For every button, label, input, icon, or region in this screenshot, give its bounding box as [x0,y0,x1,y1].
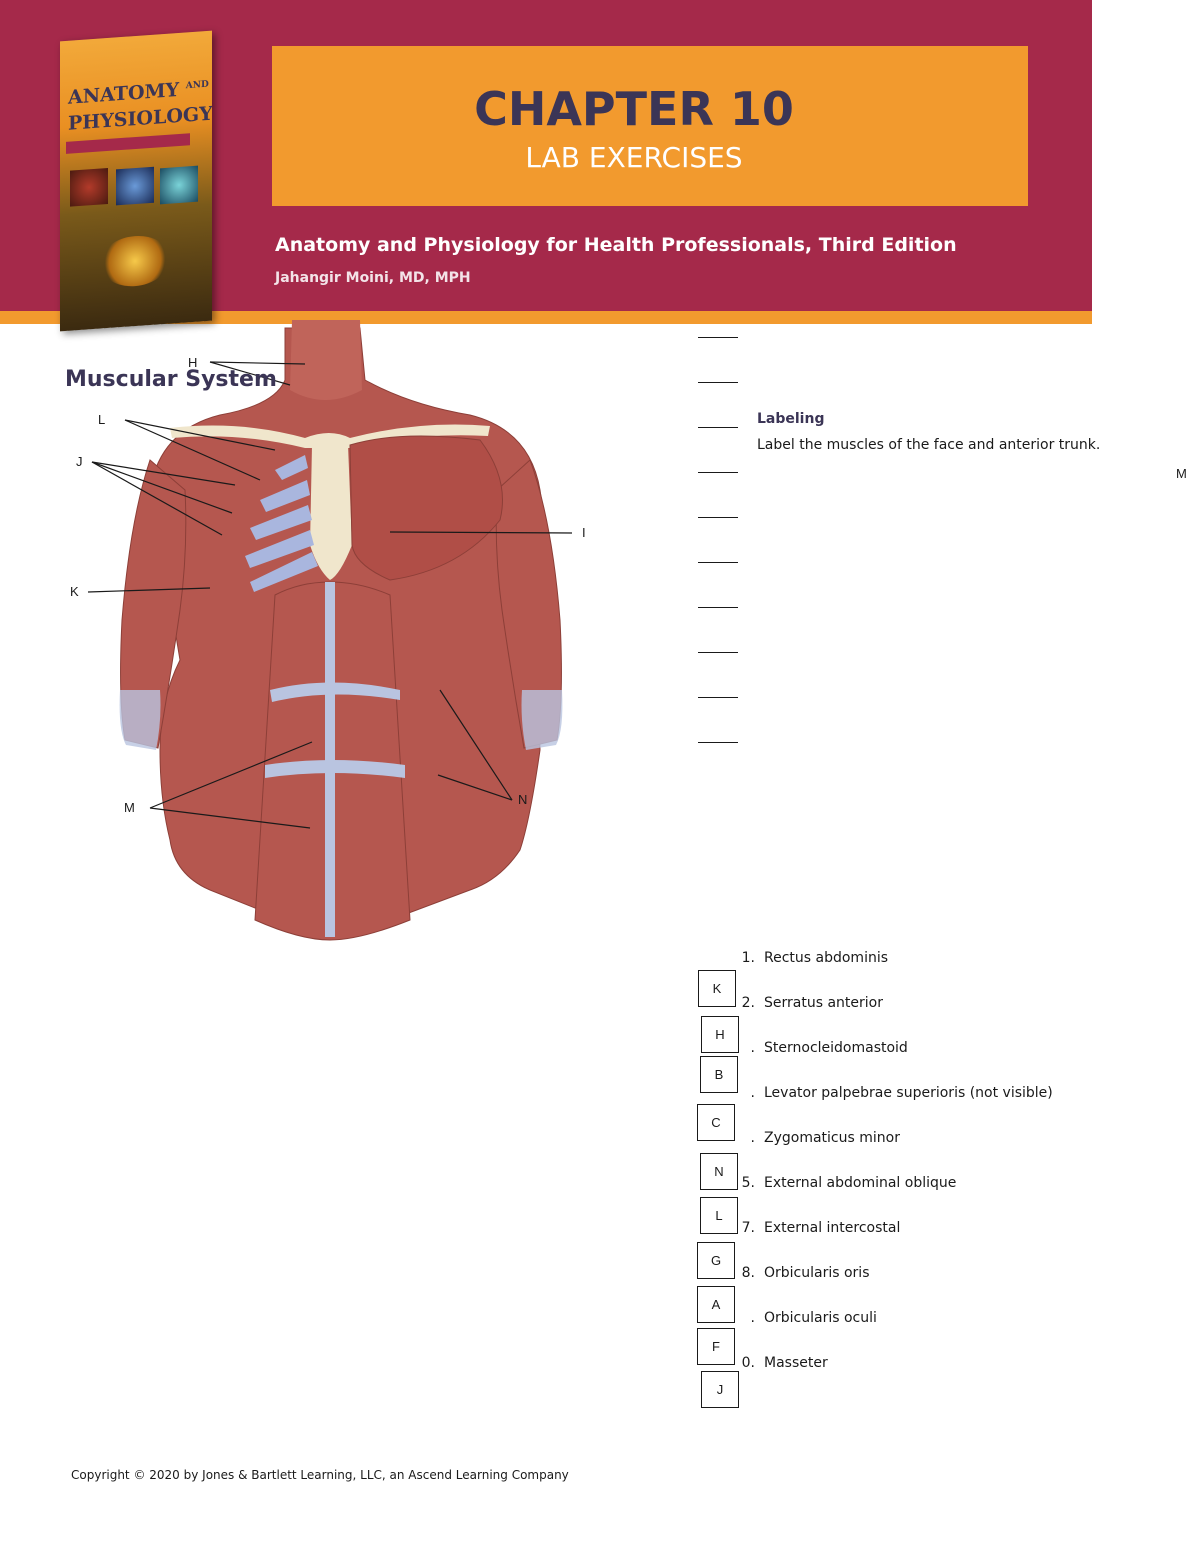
chapter-box [272,46,1028,206]
labeling-instruction: Label the muscles of the face and anteri… [757,437,1101,453]
answer-blank[interactable] [698,427,738,428]
list-item: Rectus abdominis [764,950,889,966]
book-cover-image: ANATOMY AND PHYSIOLOGY [60,30,212,332]
figure-label-n: N [518,792,527,807]
linea-alba [325,582,335,937]
pectoralis-major [349,435,503,581]
answer-box[interactable]: K [698,970,736,1007]
figure-label-m: M [124,800,135,815]
header-accent-stripe [0,311,1092,324]
answer-box[interactable]: J [701,1371,739,1408]
list-number: 7. [741,1220,755,1236]
list-number: 2. [741,995,755,1011]
list-number: 1. [741,950,755,966]
labeling-heading: Labeling [757,411,825,427]
answer-box[interactable]: H [701,1016,739,1053]
cover-thumbnail [160,165,198,205]
answer-box[interactable]: C [697,1104,735,1141]
answer-box[interactable]: G [697,1242,735,1279]
list-item: Levator palpebrae superioris (not visibl… [764,1085,1053,1101]
list-item: External abdominal oblique [764,1175,957,1191]
list-item: Orbicularis oris [764,1265,870,1281]
list-item: Masseter [764,1355,828,1371]
list-item: Zygomaticus minor [764,1130,900,1146]
answer-blank[interactable] [698,742,738,743]
cover-neuron-art [100,233,170,289]
answer-blank[interactable] [698,652,738,653]
answer-blank[interactable] [698,382,738,383]
chapter-subtitle: LAB EXERCISES [525,141,743,174]
list-item: Serratus anterior [764,995,883,1011]
answer-blank[interactable] [698,607,738,608]
cover-subtitle-bar [66,133,190,154]
cover-thumbnail [116,166,154,206]
figure-label-l: L [98,412,105,427]
list-item: External intercostal [764,1220,901,1236]
list-number: 0. [741,1355,755,1371]
answer-blank[interactable] [698,517,738,518]
answer-box[interactable]: A [697,1286,735,1323]
list-number: . [750,1085,755,1101]
answer-box[interactable]: B [700,1056,738,1093]
left-forearm-fascia [119,690,161,750]
answer-blank[interactable] [698,562,738,563]
neck-shape [290,320,362,400]
answer-blank[interactable] [698,472,738,473]
right-forearm-fascia [521,690,563,750]
figure-labels: H L J K I M N [70,355,586,815]
ribs [245,455,318,592]
book-title: Anatomy and Physiology for Health Profes… [275,234,957,256]
tendinous-intersection [270,682,400,702]
list-item: Orbicularis oculi [764,1310,877,1326]
figure-label-j: J [76,454,83,469]
list-number: . [750,1040,755,1056]
list-number: . [750,1310,755,1326]
answer-box[interactable]: F [697,1328,735,1365]
answer-blank[interactable] [698,337,738,338]
book-author: Jahangir Moini, MD, MPH [275,270,471,286]
cover-thumbnail [70,167,108,207]
muscle-diagram: H L J K I M N [70,320,586,941]
figure-label-k: K [70,584,79,599]
sternum [310,445,352,580]
chapter-title: CHAPTER 10 [474,82,794,136]
list-number: 8. [741,1265,755,1281]
leader-lines [87,361,573,829]
figure-label-h: H [188,355,197,370]
section-title: Muscular System [65,367,277,392]
figure-label-i: I [582,525,586,540]
clavicle [170,424,490,448]
answer-blank[interactable] [698,697,738,698]
copyright-footer: Copyright © 2020 by Jones & Bartlett Lea… [71,1468,569,1482]
stray-label: M [1176,466,1187,481]
list-number: . [750,1130,755,1146]
answer-box[interactable]: N [700,1153,738,1190]
cover-title-line2: PHYSIOLOGY [68,102,212,135]
list-item: Sternocleidomastoid [764,1040,908,1056]
answer-box[interactable]: L [700,1197,738,1234]
tendinous-intersection [265,760,405,778]
list-number: 5. [741,1175,755,1191]
